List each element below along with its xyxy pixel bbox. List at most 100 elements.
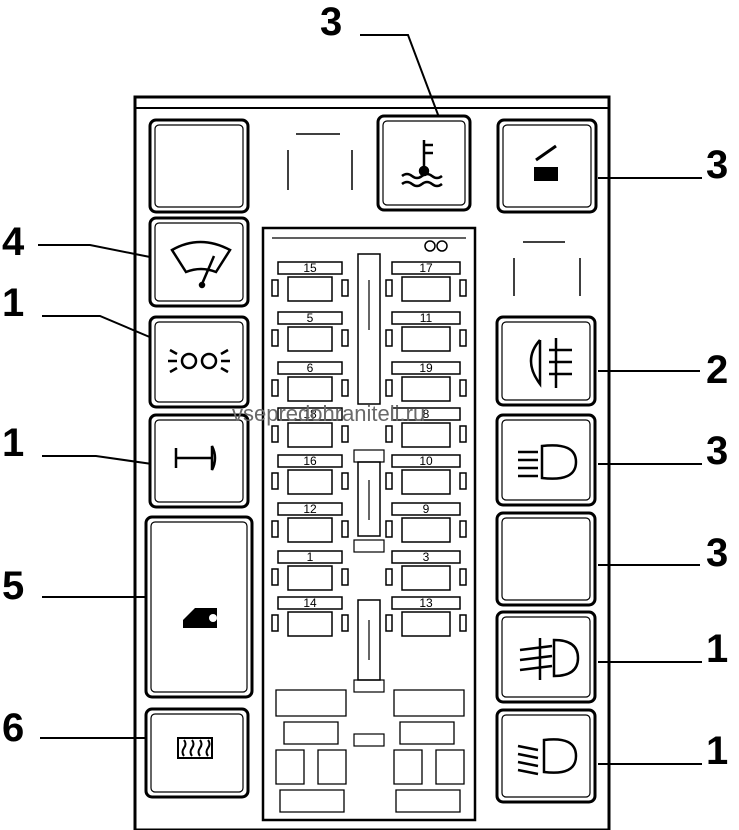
fuse-body <box>401 469 451 495</box>
fuse-label-strip <box>391 261 461 275</box>
fuse-label-strip <box>277 261 343 275</box>
fuse-terminal <box>385 379 393 397</box>
coolant-temperature-icon <box>401 140 443 188</box>
fuse-terminal <box>385 520 393 538</box>
callout-top-center: 3 <box>320 0 342 44</box>
fuse-top-icon <box>424 240 448 252</box>
fuse-label-strip <box>391 550 461 564</box>
fuse-terminal <box>341 329 349 347</box>
fuse-label-strip <box>391 596 461 610</box>
fuse-terminal <box>271 472 279 490</box>
fuse-terminal <box>459 379 467 397</box>
fuse-terminal <box>271 279 279 297</box>
fuse-label-strip <box>277 550 343 564</box>
callout-wiper: 4 <box>2 220 25 264</box>
fuse-body <box>401 276 451 302</box>
fuse-terminal <box>341 425 349 443</box>
fuse-label-strip <box>277 311 343 325</box>
relay-wiper <box>148 216 250 308</box>
callout-front-fog: 1 <box>706 627 728 671</box>
rear-fog-light-icon <box>529 338 572 388</box>
fuse-terminal <box>341 379 349 397</box>
relay-horn <box>148 413 250 509</box>
fuse-terminal <box>341 279 349 297</box>
leader-wiper <box>38 244 151 258</box>
leader-horn <box>42 455 153 465</box>
fuse-label-strip <box>391 407 461 421</box>
callout-low-beam: 1 <box>706 729 728 773</box>
fuse-body <box>287 422 333 448</box>
fuse-body <box>401 517 451 543</box>
leader-side-lights <box>42 315 153 339</box>
fuse-body <box>401 611 451 637</box>
fuse-terminal <box>385 329 393 347</box>
fuse-number-16: 16 <box>303 454 317 468</box>
fuse-number-19: 19 <box>419 361 433 375</box>
fuse-terminal <box>341 568 349 586</box>
fuse-terminal <box>271 568 279 586</box>
fuse-body <box>287 276 333 302</box>
fuse-terminal <box>459 472 467 490</box>
fuse-number-17: 17 <box>419 261 433 275</box>
fuse-number-1: 1 <box>307 550 314 564</box>
callout-rear-defrost: 6 <box>2 706 24 750</box>
door-lock-icon <box>183 608 217 628</box>
fuse-terminal <box>459 614 467 632</box>
fuse-terminal <box>385 568 393 586</box>
fuse-terminal <box>385 279 393 297</box>
callout-high-beam: 3 <box>706 429 728 473</box>
callout-door: 5 <box>2 564 24 608</box>
fuse-terminal <box>341 472 349 490</box>
fuse-terminal <box>271 614 279 632</box>
fuse-terminal <box>385 425 393 443</box>
fuse-number-10: 10 <box>419 454 433 468</box>
fuse-terminal <box>271 379 279 397</box>
high-beam-icon <box>518 444 578 480</box>
fuse-body <box>401 326 451 352</box>
fuse-number-8: 8 <box>423 407 430 421</box>
relay-blocks <box>144 114 598 804</box>
fuse-number-12: 12 <box>303 502 317 516</box>
fuse-terminal <box>271 329 279 347</box>
relay-rear-fog <box>495 315 597 407</box>
connector-area <box>275 689 465 813</box>
fuse-block-frame <box>261 226 477 822</box>
fuse-number-6: 6 <box>307 361 314 375</box>
callout-horn: 1 <box>2 421 24 465</box>
fuse-terminal <box>341 614 349 632</box>
fuse-label-strip <box>277 596 343 610</box>
relay-low-beam <box>495 708 597 804</box>
fuse-label-strip <box>391 311 461 325</box>
callout-blank-right: 3 <box>706 531 728 575</box>
fuse-terminal <box>271 520 279 538</box>
fuse-number-3: 3 <box>423 550 430 564</box>
fuse-number-18: 18 <box>303 407 317 421</box>
side-lights-icon <box>168 348 230 374</box>
fuse-number-9: 9 <box>423 502 430 516</box>
rear-window-heater-icon <box>177 737 213 759</box>
relay-door <box>144 515 254 699</box>
callout-numbers: 3 3 4 1 1 5 6 2 3 3 1 1 <box>2 0 728 773</box>
fuse-body <box>287 376 333 402</box>
empty-socket-top <box>287 133 353 190</box>
fuse-terminal <box>385 614 393 632</box>
callout-rear-fog: 2 <box>706 348 728 392</box>
fuse-terminal <box>459 568 467 586</box>
fuse-body <box>287 611 333 637</box>
front-fog-light-icon <box>519 638 580 680</box>
fuse-body <box>287 469 333 495</box>
fuse-terminal <box>459 425 467 443</box>
leader-lines <box>38 34 702 765</box>
fuse-body <box>287 326 333 352</box>
relay-top-left-blank <box>148 118 250 214</box>
fuse-body <box>401 376 451 402</box>
fuse-number-13: 13 <box>419 596 433 610</box>
fuse-block <box>261 226 477 822</box>
watermark: vsepredohraniteli.ru <box>232 401 425 426</box>
fuse-terminal <box>385 472 393 490</box>
fuse-terminal <box>271 425 279 443</box>
relay-blank-right <box>495 511 597 607</box>
fuse-label-strip <box>391 502 461 516</box>
fuse-terminal <box>459 520 467 538</box>
